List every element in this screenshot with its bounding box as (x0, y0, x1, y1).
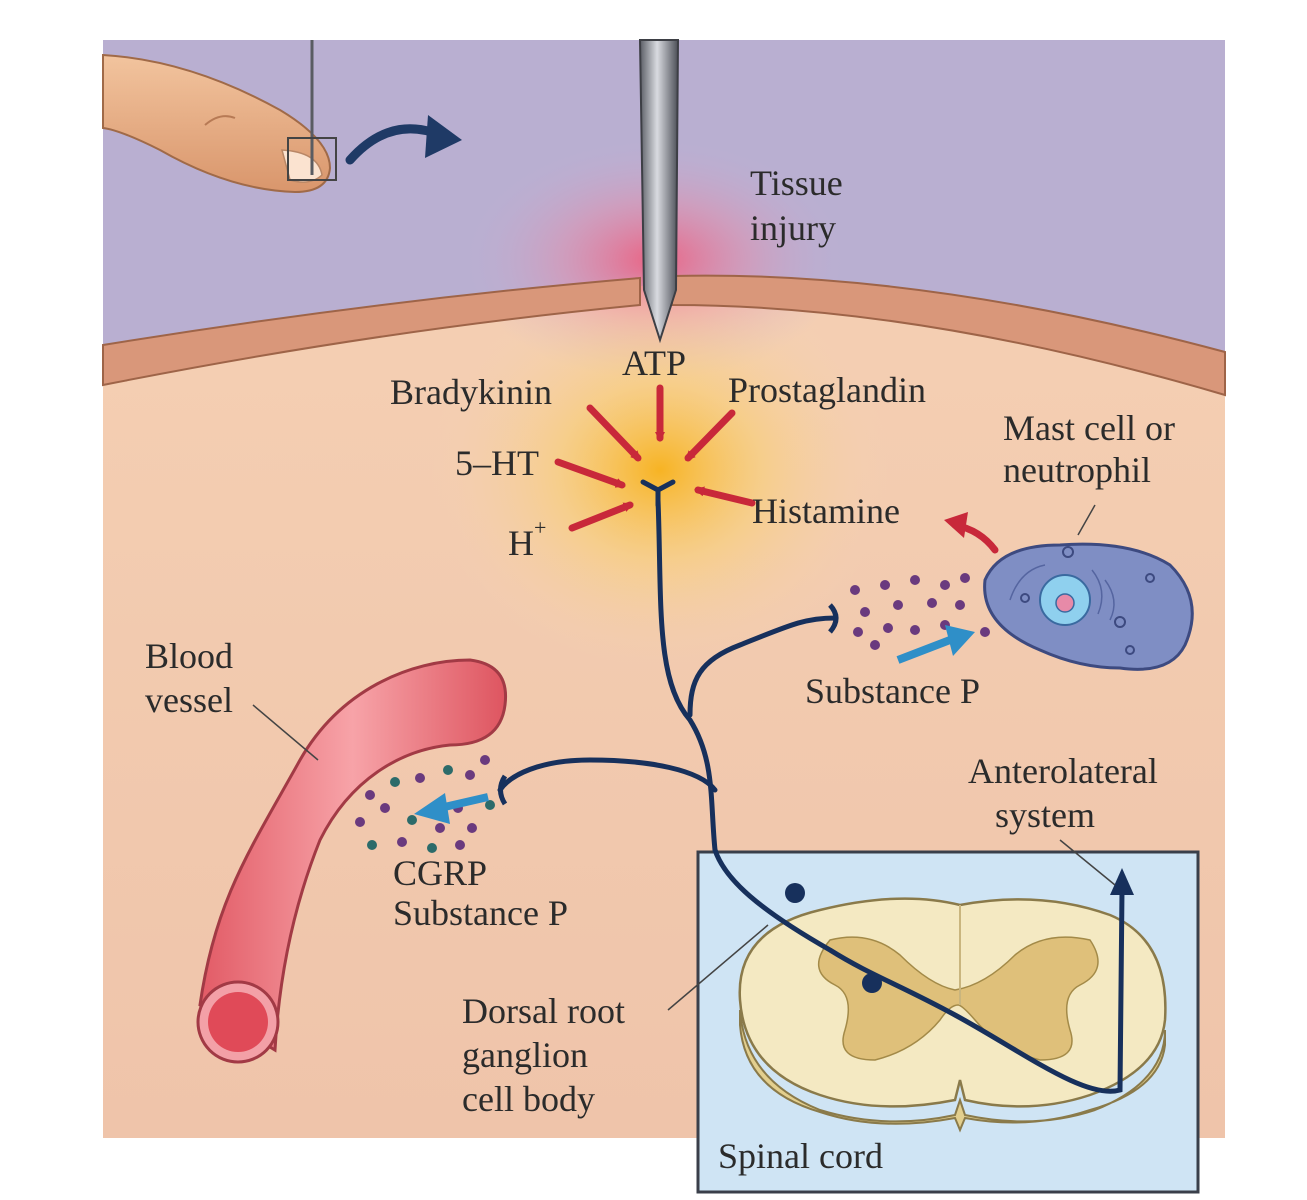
histamine-release-arrowhead (944, 512, 968, 538)
label-blood-vessel-2: vessel (145, 680, 233, 720)
terminal-vessel (498, 774, 508, 806)
label-drg-2: ganglion (462, 1035, 588, 1075)
label-prostaglandin: Prostaglandin (728, 370, 926, 410)
cgrp-arrowhead (414, 793, 450, 824)
label-5ht: 5–HT (455, 443, 539, 483)
cgrp-arrow (439, 793, 489, 812)
spinal-cord-section (738, 897, 1167, 1133)
label-tissue-injury-2: injury (750, 208, 836, 248)
label-anterolateral-1: Anterolateral (968, 751, 1158, 791)
label-spinal-cord: Spinal cord (718, 1136, 883, 1176)
label-atp: ATP (622, 343, 686, 383)
label-drg-1: Dorsal root (462, 991, 625, 1031)
cgrp-particles (355, 755, 495, 853)
label-substance-p-right: Substance P (805, 671, 980, 711)
dorsal-horn-neuron-dot (862, 973, 882, 993)
free-nerve-ending (640, 479, 676, 508)
label-blood-vessel-1: Blood (145, 636, 233, 676)
skin-layer-right (671, 274, 1226, 397)
finger-icon (102, 40, 337, 194)
label-histamine: Histamine (752, 491, 900, 531)
injury-glow-yellow (430, 270, 890, 670)
drg-cell-body-dot (785, 883, 805, 903)
label-anterolateral-2: system (995, 795, 1095, 835)
leader-lines (252, 504, 1116, 1011)
blood-vessel (196, 658, 508, 1064)
label-drg-3: cell body (462, 1079, 595, 1119)
dorsal-root-fiber (712, 847, 1125, 1094)
mast-cell (983, 542, 1194, 671)
label-substance-p-left: Substance P (393, 893, 568, 933)
needle (638, 39, 680, 344)
label-tissue-injury-1: Tissue (750, 163, 843, 203)
anterolateral-arrowhead (1110, 868, 1134, 895)
substance-p-arrow-right (896, 636, 952, 664)
label-mast-cell-1: Mast cell or (1003, 408, 1175, 448)
label-bradykinin: Bradykinin (390, 372, 552, 412)
substance-p-arrowhead-right (945, 625, 975, 656)
mediator-arrows (554, 384, 756, 532)
skin-layer-left (102, 276, 641, 387)
label-h-plus: H (508, 523, 534, 563)
zoom-box (287, 137, 337, 181)
label-h-plus-sup: + (534, 515, 546, 540)
label-mast-cell-2: neutrophil (1003, 450, 1151, 490)
terminal-mast (828, 603, 839, 634)
label-cgrp: CGRP (393, 853, 487, 893)
zoom-arrow-head (425, 115, 462, 158)
